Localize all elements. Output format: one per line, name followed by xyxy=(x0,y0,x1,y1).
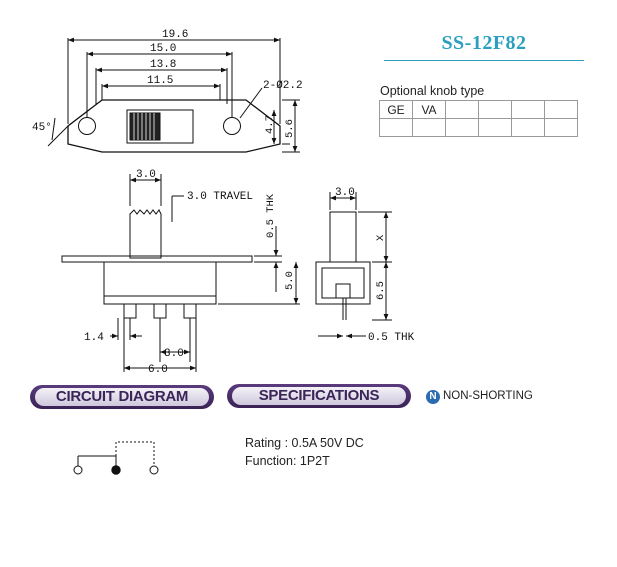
dim-11-5: 11.5 xyxy=(147,75,173,87)
dim-pin-span: 6.0 xyxy=(148,364,168,376)
specifications-label: SPECIFICATIONS xyxy=(258,387,380,404)
knob-cell xyxy=(379,118,413,137)
dim-side-x: X xyxy=(375,234,387,241)
knob-cell xyxy=(478,100,512,119)
dim-side-top-width: 3.0 xyxy=(335,187,355,199)
dim-travel: 3.0 TRAVEL xyxy=(187,191,253,203)
dim-side-thk: 0.5 THK xyxy=(368,332,415,344)
dim-front-height: 5.0 xyxy=(284,271,296,290)
non-shorting-icon: N xyxy=(426,390,440,404)
dim-angle: 45° xyxy=(32,122,52,134)
knob-row-1: GE VA xyxy=(379,100,578,119)
circuit-diagram xyxy=(73,441,159,475)
knob-cell xyxy=(412,118,446,137)
dim-5-6: 5.6 xyxy=(284,119,296,138)
dim-front-top-width: 3.0 xyxy=(136,169,156,181)
knob-cell xyxy=(445,118,479,137)
dim-15-0: 15.0 xyxy=(150,43,176,55)
spec-rating: Rating : 0.5A 50V DC xyxy=(245,436,364,450)
knob-type-label: Optional knob type xyxy=(380,84,485,98)
part-number-title: SS-12F82 xyxy=(441,32,527,54)
knob-cell: VA xyxy=(412,100,446,119)
spec-function: Function: 1P2T xyxy=(245,454,330,468)
dim-19-6: 19.6 xyxy=(162,29,188,41)
dim-side-height: 6.5 xyxy=(375,281,387,300)
dim-pin-pitch: 3.0 xyxy=(164,348,184,360)
specifications-header: SPECIFICATIONS xyxy=(227,384,411,408)
knob-row-2 xyxy=(379,118,578,137)
knob-cell xyxy=(478,118,512,137)
knob-type-table: GE VA xyxy=(379,100,578,137)
knob-cell xyxy=(511,100,545,119)
dim-4-7: 4.7 xyxy=(264,115,276,134)
dim-hole: 2-Ø2.2 xyxy=(263,80,303,92)
knob-cell xyxy=(511,118,545,137)
circuit-diagram-header: CIRCUIT DIAGRAM xyxy=(30,385,214,409)
circuit-diagram-label: CIRCUIT DIAGRAM xyxy=(55,388,189,405)
front-view-outline xyxy=(61,209,253,362)
dim-13-8: 13.8 xyxy=(150,59,176,71)
top-view-outline xyxy=(67,99,281,153)
knob-cell xyxy=(544,118,578,137)
knob-cell xyxy=(445,100,479,119)
knob-cell xyxy=(544,100,578,119)
side-view-outline xyxy=(315,211,371,320)
knob-cell: GE xyxy=(379,100,413,119)
title-underline xyxy=(384,60,584,61)
dim-pin-left: 1.4 xyxy=(84,332,104,344)
dim-front-thk: 0.5 THK xyxy=(265,193,277,238)
non-shorting-label: NON-SHORTING xyxy=(443,390,533,402)
